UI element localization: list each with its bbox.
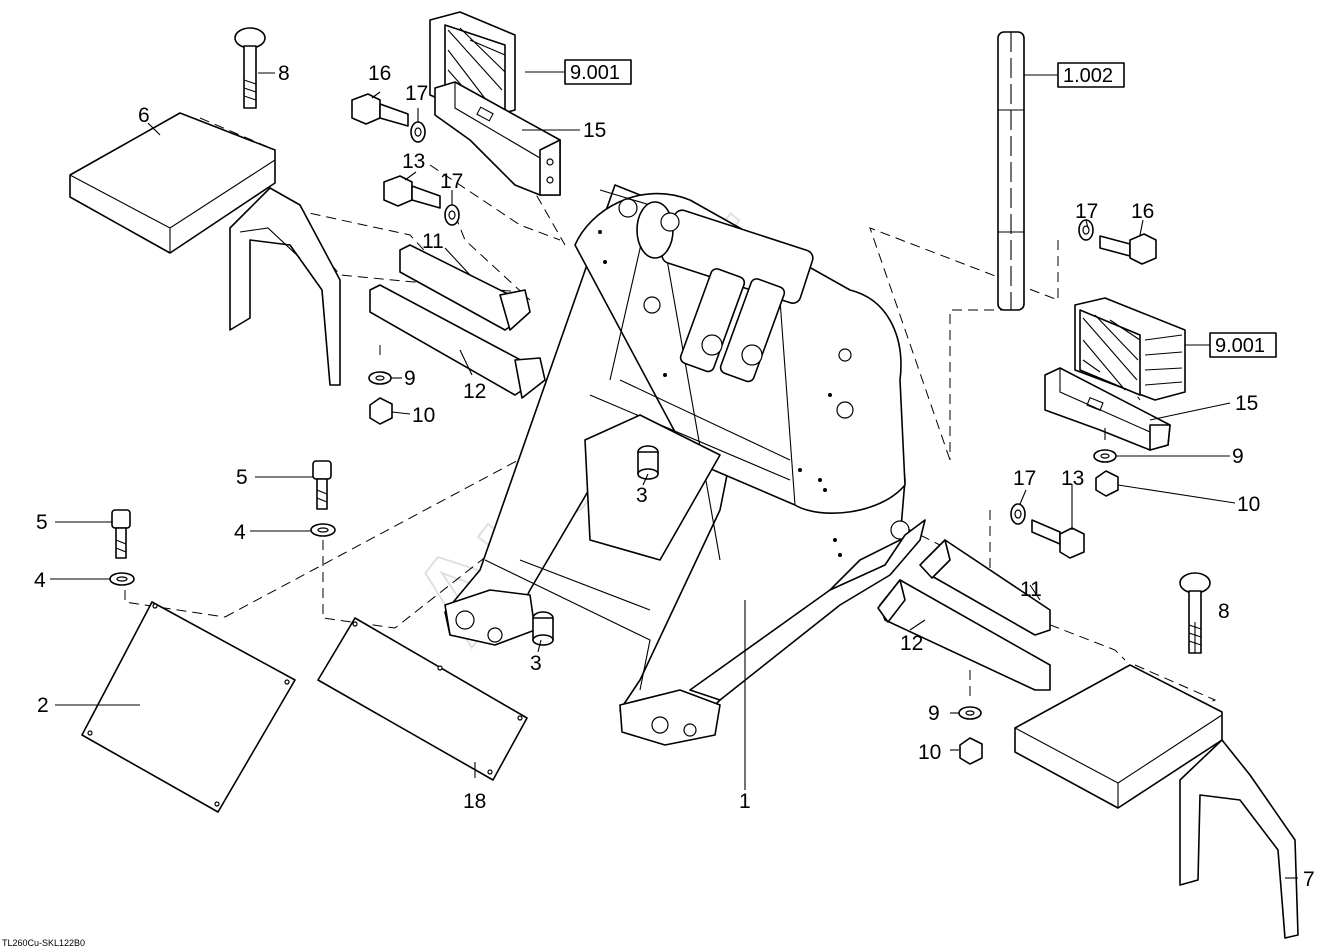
- callouts: 8 6 16 17 15 13 17 11 9 12 10 17 16 15 9…: [34, 62, 1315, 891]
- callout-3: 3: [636, 484, 648, 507]
- callout-13: 13: [1061, 467, 1084, 490]
- reference-1002: 1.002: [1063, 65, 1113, 87]
- cover-plate-18: [317, 617, 528, 781]
- reference-boxes: 9.001 1.002 9.001: [564, 59, 1277, 358]
- callout-2: 2: [37, 694, 49, 717]
- leader-lines: [50, 71, 1298, 879]
- callout-11: 11: [422, 230, 444, 253]
- callout-17: 17: [1075, 200, 1098, 223]
- nut-10-right: [1095, 470, 1119, 497]
- drawing-number: TL260Cu-SKL122B0: [2, 938, 85, 947]
- pivot-pin: [997, 31, 1025, 311]
- bolt-16-right: [1099, 233, 1157, 265]
- washer-4-mid: [310, 523, 336, 537]
- cap-screw-5-left: [111, 509, 131, 559]
- callout-12: 12: [900, 632, 923, 655]
- bolt-13-left: [383, 175, 441, 209]
- nut-10-bottom: [959, 737, 983, 765]
- callout-15: 15: [583, 119, 606, 142]
- callout-8: 8: [278, 62, 290, 85]
- callout-9: 9: [404, 367, 416, 390]
- bushing-3-upper: [637, 445, 659, 480]
- callout-17: 17: [405, 82, 428, 105]
- bolt-13-right: [1031, 519, 1085, 559]
- callout-15: 15: [1235, 392, 1258, 415]
- callout-1: 1: [739, 790, 751, 813]
- reference-9001-right: 9.001: [1215, 335, 1265, 357]
- callout-10: 10: [1237, 493, 1260, 516]
- washer-17-left-b: [444, 204, 460, 226]
- bracket-right: [1044, 367, 1171, 451]
- support-12-right: [877, 579, 1051, 691]
- nut-10-left: [369, 397, 393, 425]
- cap-screw-5-mid: [312, 460, 332, 510]
- callout-3: 3: [530, 652, 542, 675]
- bracket-top: [434, 81, 561, 196]
- washer-17-left-a: [410, 121, 426, 143]
- main-frame: [444, 184, 926, 746]
- callout-17: 17: [1013, 467, 1036, 490]
- rubber-buffer-right: [1074, 297, 1186, 401]
- callout-16: 16: [368, 62, 391, 85]
- callout-9: 9: [1232, 445, 1244, 468]
- support-12-left: [369, 284, 546, 399]
- support-11-right: [919, 539, 1051, 636]
- callout-4: 4: [34, 569, 46, 592]
- callout-7: 7: [1303, 868, 1315, 891]
- fender-right: [1014, 664, 1299, 939]
- fender-left: [69, 112, 341, 386]
- washer-17-right-a: [1078, 219, 1094, 241]
- callout-11: 11: [1020, 578, 1042, 601]
- washer-4-left: [109, 572, 135, 586]
- bolt-16-left: [351, 93, 409, 127]
- callout-9: 9: [928, 702, 940, 725]
- support-11-left: [399, 244, 531, 331]
- carriage-bolt-8-top: [234, 27, 266, 109]
- callout-10: 10: [412, 404, 435, 427]
- callout-4: 4: [234, 521, 246, 544]
- callout-10: 10: [918, 741, 941, 764]
- washer-9-bottom: [958, 706, 982, 720]
- washer-17-right-b: [1010, 503, 1026, 525]
- callout-5: 5: [36, 511, 48, 534]
- callout-5: 5: [236, 466, 248, 489]
- callout-6: 6: [138, 104, 150, 127]
- callout-13: 13: [402, 150, 425, 173]
- callout-17: 17: [440, 170, 463, 193]
- bushing-3-lower: [532, 611, 554, 646]
- reference-9001-top: 9.001: [570, 62, 620, 84]
- callout-18: 18: [463, 790, 486, 813]
- callout-16: 16: [1131, 200, 1154, 223]
- washer-9-right: [1093, 449, 1117, 463]
- callout-12: 12: [463, 380, 486, 403]
- cover-plate-2: [81, 601, 296, 813]
- washer-9-left: [368, 371, 392, 385]
- callout-8: 8: [1218, 600, 1230, 623]
